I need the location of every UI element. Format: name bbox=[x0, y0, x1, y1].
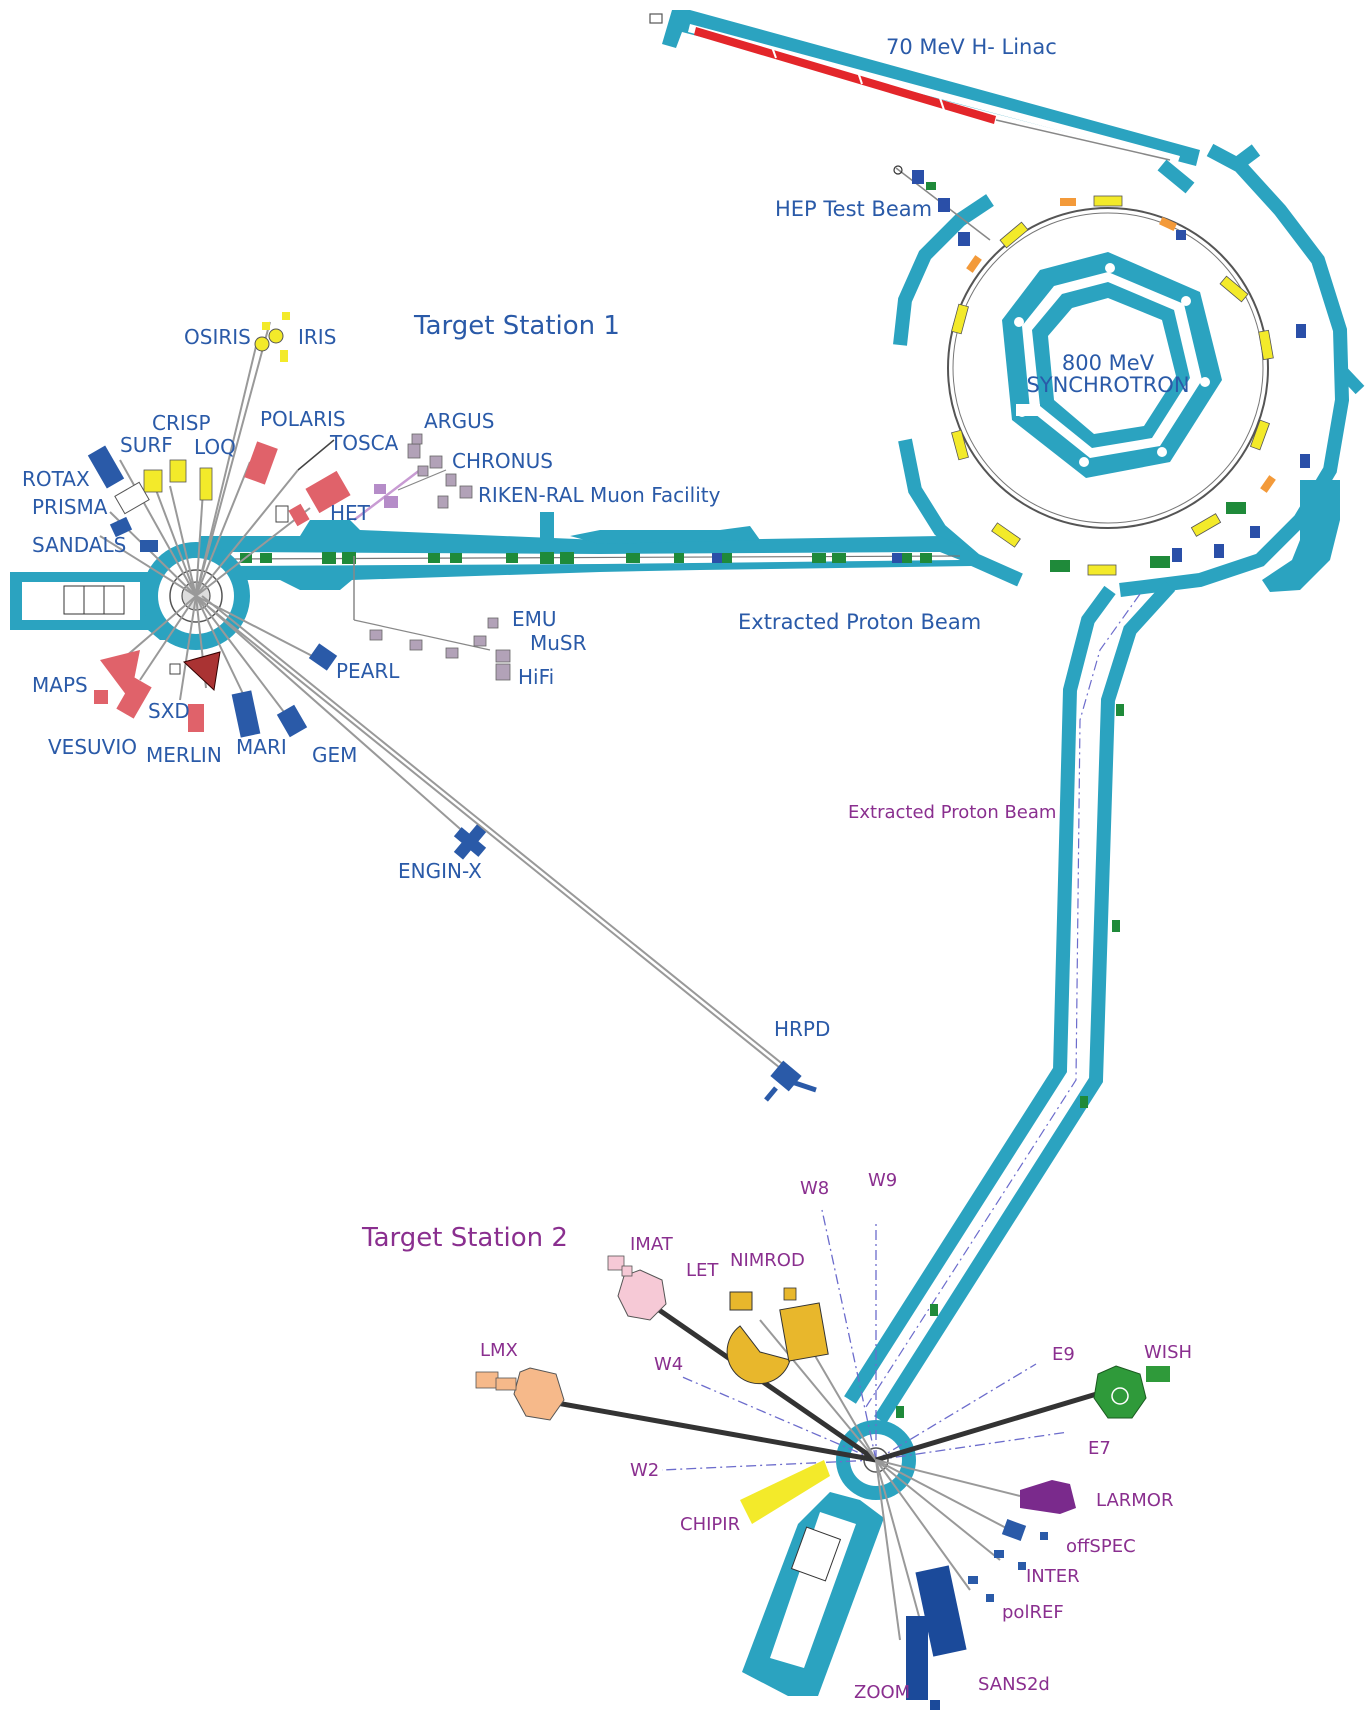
synchrotron-label-line1: 800 MeV bbox=[1062, 351, 1155, 375]
synchrotron-hall bbox=[893, 143, 1365, 597]
label-chronus: CHRONUS bbox=[452, 449, 553, 473]
label-argus: ARGUS bbox=[424, 409, 494, 433]
label-nimrod: NIMROD bbox=[730, 1250, 805, 1271]
synchrotron-ring bbox=[947, 207, 1269, 529]
label-riken: RIKEN-RAL Muon Facility bbox=[478, 483, 721, 507]
label-vesuvio: VESUVIO bbox=[48, 735, 137, 759]
label-iris: IRIS bbox=[298, 325, 336, 349]
ts1-beamlines bbox=[99, 321, 791, 1077]
label-rotax: ROTAX bbox=[22, 467, 90, 491]
ts2-guides bbox=[539, 1291, 1111, 1641]
label-polaris: POLARIS bbox=[260, 407, 346, 431]
label-w8: W8 bbox=[800, 1178, 829, 1199]
ts2-instruments bbox=[475, 1255, 1170, 1710]
synchrotron-magnets bbox=[951, 195, 1310, 576]
hep-test-beam-label: HEP Test Beam bbox=[775, 197, 932, 221]
label-mari: MARI bbox=[236, 735, 287, 759]
ts1-title: Target Station 1 bbox=[413, 311, 620, 341]
label-inter: INTER bbox=[1026, 1566, 1080, 1587]
label-sans2d: SANS2d bbox=[978, 1674, 1050, 1695]
label-let: LET bbox=[686, 1260, 719, 1281]
linac-tunnel bbox=[649, 10, 1200, 166]
ts1-instruments bbox=[87, 312, 817, 1102]
label-emu: EMU bbox=[512, 607, 557, 631]
label-polref: polREF bbox=[1002, 1602, 1064, 1623]
ts2-future-lines bbox=[661, 1209, 1069, 1471]
label-imat: IMAT bbox=[630, 1234, 674, 1255]
label-w4: W4 bbox=[654, 1354, 683, 1375]
label-het: HET bbox=[330, 501, 371, 525]
ts2-beam-tunnel bbox=[844, 581, 1176, 1424]
label-e7: E7 bbox=[1088, 1438, 1111, 1459]
hep-test-beam-line bbox=[893, 165, 991, 246]
label-larmor: LARMOR bbox=[1096, 1490, 1173, 1511]
label-sxd: SXD bbox=[148, 699, 190, 723]
label-gem: GEM bbox=[312, 743, 357, 767]
label-osiris: OSIRIS bbox=[184, 325, 251, 349]
label-merlin: MERLIN bbox=[146, 743, 222, 767]
label-pearl: PEARL bbox=[336, 659, 400, 683]
label-tosca: TOSCA bbox=[329, 431, 399, 455]
muon-facility bbox=[353, 433, 511, 681]
linac-label: 70 MeV H- Linac bbox=[886, 35, 1057, 59]
label-lmx: LMX bbox=[480, 1340, 518, 1361]
label-sandals: SANDALS bbox=[32, 533, 126, 557]
label-musr: MuSR bbox=[530, 631, 587, 655]
label-chipir: CHIPIR bbox=[680, 1514, 740, 1535]
linac-accelerator bbox=[694, 27, 996, 124]
synchrotron-label-line2: SYNCHROTRON bbox=[1026, 373, 1189, 397]
label-engin-x: ENGIN-X bbox=[398, 859, 482, 883]
label-prisma: PRISMA bbox=[32, 495, 108, 519]
label-wish: WISH bbox=[1144, 1342, 1192, 1363]
ts1-beam-tunnel bbox=[200, 512, 980, 590]
label-surf: SURF bbox=[120, 433, 173, 457]
label-offspec: offSPEC bbox=[1066, 1536, 1136, 1557]
extracted-beam-label-2: Extracted Proton Beam bbox=[848, 802, 1056, 823]
label-hrpd: HRPD bbox=[774, 1017, 830, 1041]
label-zoom: ZOOM bbox=[854, 1682, 910, 1703]
label-crisp: CRISP bbox=[152, 411, 211, 435]
label-w2: W2 bbox=[630, 1460, 659, 1481]
synchrotron-core bbox=[1002, 252, 1222, 478]
label-hifi: HiFi bbox=[518, 665, 554, 689]
label-e9: E9 bbox=[1052, 1344, 1075, 1365]
label-maps: MAPS bbox=[32, 673, 88, 697]
label-w9: W9 bbox=[868, 1170, 897, 1191]
label-loq: LOQ bbox=[194, 435, 236, 459]
ts2-title: Target Station 2 bbox=[361, 1223, 568, 1253]
extracted-beam-label-1: Extracted Proton Beam bbox=[738, 610, 981, 634]
